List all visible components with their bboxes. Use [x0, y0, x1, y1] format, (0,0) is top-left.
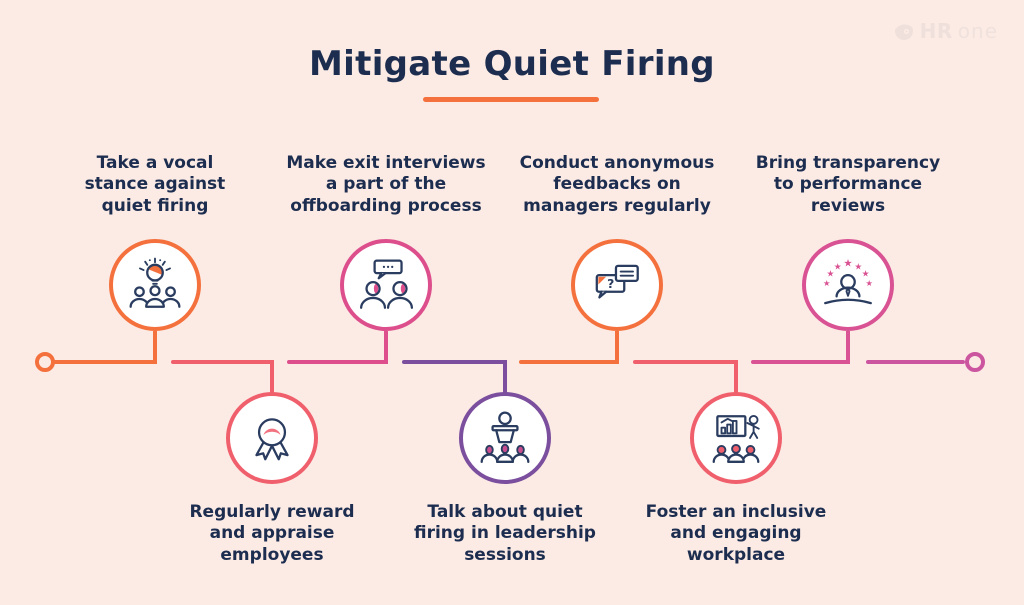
step-label: Regularly reward and appraise employees — [189, 502, 355, 565]
step-circle — [109, 239, 201, 331]
timeline-segment — [751, 360, 850, 364]
svg-text:★: ★ — [826, 270, 834, 280]
timeline-segment — [402, 360, 507, 364]
step-connector — [153, 331, 157, 364]
feedback-bubbles-icon: ? — [595, 264, 639, 299]
step-label: Foster an inclusive and engaging workpla… — [645, 502, 827, 565]
step-circle — [459, 392, 551, 484]
step-circle: ? — [571, 239, 663, 331]
timeline-segment — [287, 360, 388, 364]
svg-text:★: ★ — [823, 278, 830, 288]
timeline-segment — [633, 360, 738, 364]
step-circle: ★ ★ ★ ★ ★ ★ ★ — [802, 239, 894, 331]
exit-interview-chat-icon — [360, 259, 414, 309]
page-title: Mitigate Quiet Firing — [309, 44, 715, 84]
step-connector — [503, 360, 507, 393]
logo-text-hr: HR — [919, 19, 953, 43]
step-circle — [690, 392, 782, 484]
svg-text:★: ★ — [834, 262, 842, 272]
logo-text-one: one — [957, 19, 998, 43]
step-label: Talk about quiet firing in leadership se… — [414, 502, 596, 565]
step-label: Take a vocal stance against quiet firing — [84, 153, 226, 216]
svg-text:?: ? — [607, 276, 614, 291]
step-connector — [615, 331, 619, 364]
timeline-segment — [519, 360, 619, 364]
hrone-logo-icon — [893, 21, 914, 40]
timeline-endpoint-left — [35, 352, 55, 372]
svg-text:★: ★ — [866, 278, 873, 288]
team-idea-icon — [129, 257, 181, 308]
timeline-segment — [171, 360, 274, 364]
step-label: Conduct anonymous feedbacks on managers … — [519, 153, 715, 216]
step-circle — [226, 392, 318, 484]
award-medal-icon — [255, 418, 289, 461]
presentation-audience-icon — [712, 415, 760, 463]
person-stars-icon: ★ ★ ★ ★ ★ ★ ★ — [823, 257, 873, 305]
step-connector — [270, 360, 274, 393]
step-label: Make exit interviews a part of the offbo… — [286, 153, 486, 216]
step-connector — [846, 331, 850, 364]
step-connector — [734, 360, 738, 393]
timeline-segment — [866, 360, 965, 364]
step-circle — [340, 239, 432, 331]
svg-text:★: ★ — [843, 257, 852, 269]
step-label: Bring transparency to performance review… — [755, 153, 941, 216]
title-underline — [423, 97, 599, 102]
step-connector — [384, 331, 388, 364]
leadership-podium-icon — [480, 411, 530, 463]
timeline-endpoint-right — [965, 352, 985, 372]
svg-text:★: ★ — [854, 262, 862, 272]
timeline-segment — [53, 360, 157, 364]
svg-text:★: ★ — [862, 270, 870, 280]
